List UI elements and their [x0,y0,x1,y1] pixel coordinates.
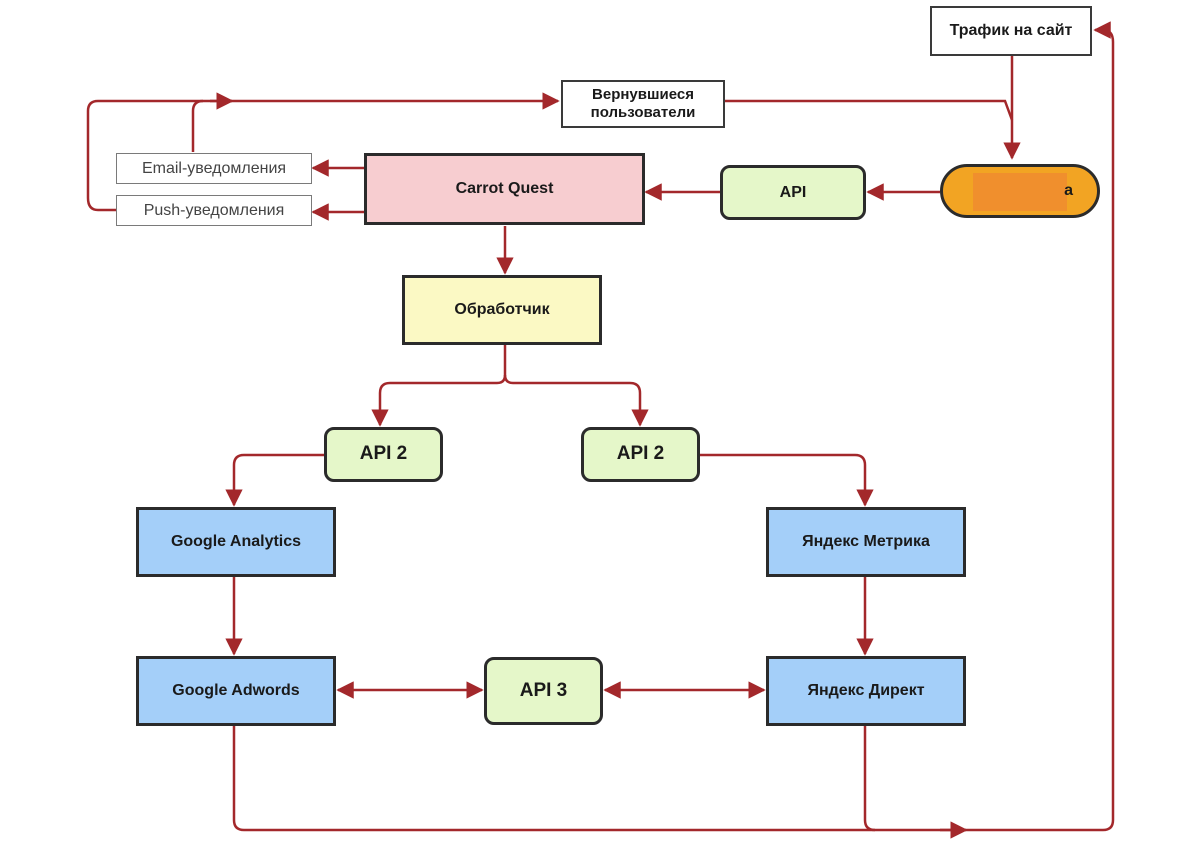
yandex-direct-label: Яндекс Директ [807,682,925,700]
arrow-api2-to-ga [225,453,325,507]
yandex-metrika-label: Яндекс Метрика [802,533,930,551]
arrow-notifications-loop [86,92,560,212]
arrow-api2-to-metrika [700,453,874,507]
arrow-processor-to-api2-left [371,345,507,427]
api-label: API [779,183,807,201]
returning-users-label: Вернувшиеся пользователи [590,86,696,121]
carrot-quest-box: Carrot Quest [364,153,645,225]
api2-left-box: API 2 [324,427,443,482]
processor-label: Обработчик [454,301,550,319]
email-notifications-label: Email-уведомления [141,159,287,177]
google-adwords-box: Google Adwords [136,656,336,726]
google-analytics-box: Google Analytics [136,507,336,577]
returning-users-box: Вернувшиеся пользователи [561,80,725,128]
carrot-quest-label: Carrot Quest [455,180,554,198]
arrow-adwords-return [232,21,1115,832]
processor-box: Обработчик [402,275,602,345]
api3-box: API 3 [484,657,603,725]
arrow-direct-return [863,726,876,832]
redacted-block [973,173,1067,211]
google-adwords-label: Google Adwords [172,682,300,700]
site-traffic-box: Трафик на сайт [930,6,1092,56]
api2-left-label: API 2 [359,443,408,465]
site-traffic-label: Трафик на сайт [949,22,1073,40]
arrow-returning-to-source [725,99,1014,121]
email-notifications-box: Email-уведомления [116,153,312,184]
api-box: API [720,165,866,220]
api2-right-box: API 2 [581,427,700,482]
arrow-processor-to-api2-right [503,374,649,427]
api3-label: API 3 [519,679,568,701]
arrow-email-branch [191,99,204,152]
yandex-direct-box: Яндекс Директ [766,656,966,726]
push-notifications-box: Push-уведомления [116,195,312,226]
google-analytics-label: Google Analytics [170,533,302,551]
api2-right-label: API 2 [616,443,665,465]
yandex-metrika-box: Яндекс Метрика [766,507,966,577]
source-suffix-label: а [1064,182,1073,200]
push-notifications-label: Push-уведомления [143,201,285,219]
source-pill: а [940,164,1100,218]
